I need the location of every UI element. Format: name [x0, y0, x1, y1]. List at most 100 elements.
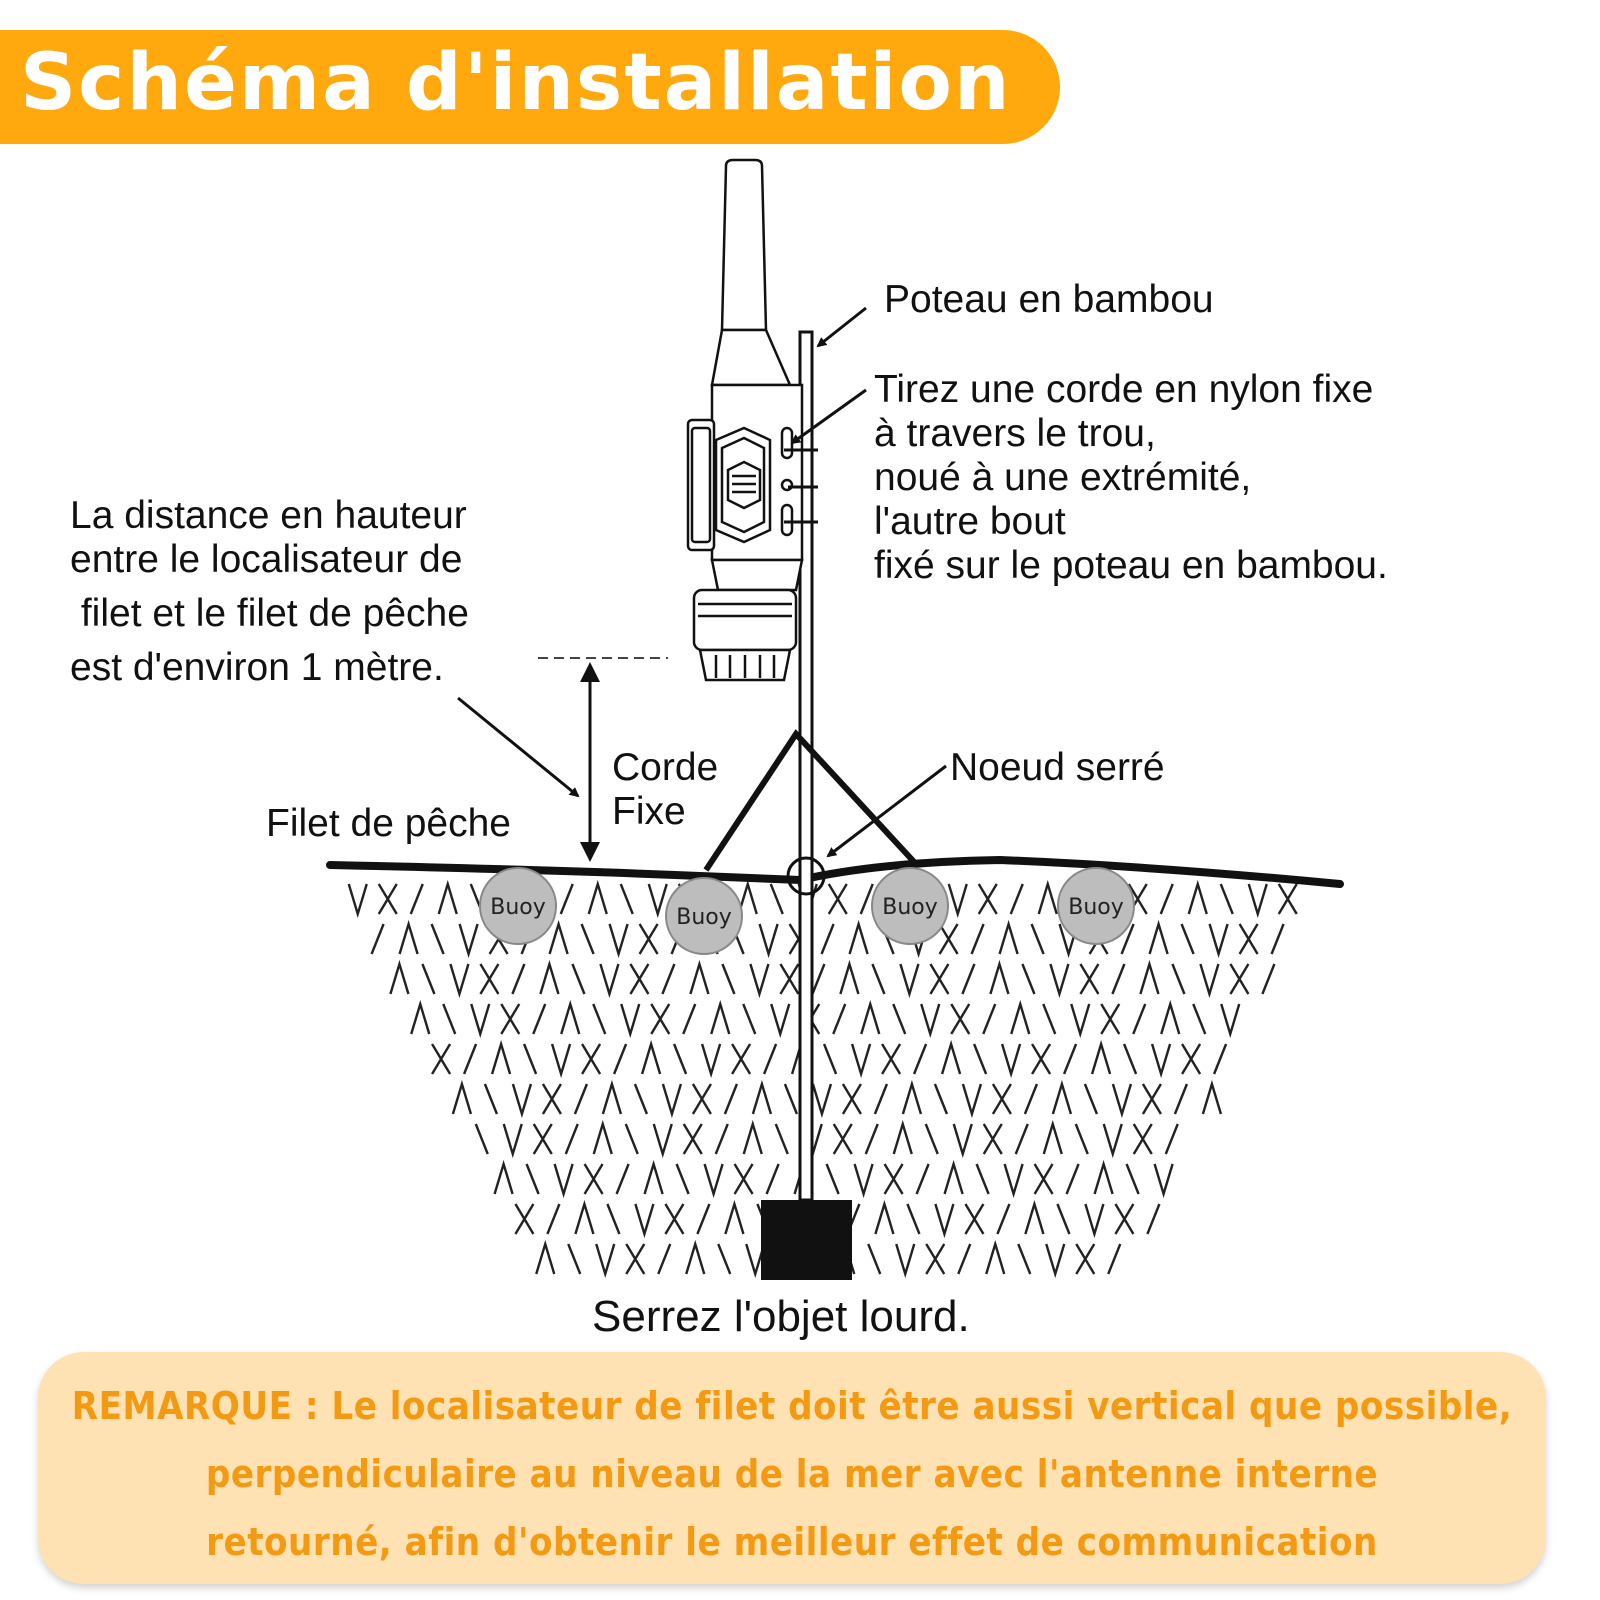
net-mesh-strand	[1199, 963, 1220, 999]
net-mesh-strand	[822, 1043, 838, 1075]
net-mesh-strand	[606, 1203, 621, 1235]
net-mesh-strand	[1132, 1003, 1147, 1035]
net-mesh-strand	[410, 999, 431, 1035]
net-mesh-strand	[389, 959, 410, 995]
distance-double-arrow	[580, 662, 600, 862]
net-mesh-strand	[970, 923, 985, 955]
buoy-1-label: Buoy	[490, 895, 546, 920]
net-mesh-strand	[947, 883, 968, 919]
net-mesh-strand	[1010, 999, 1031, 1035]
page-title: Schéma d'installation	[20, 38, 1012, 128]
net-mesh-strand	[442, 1003, 457, 1035]
buoy-3: Buoy	[871, 867, 949, 945]
net-mesh-strand	[873, 1083, 889, 1115]
net-mesh-strand	[1187, 879, 1208, 915]
net-mesh-strand	[721, 963, 736, 995]
net-mesh-strand	[892, 1003, 907, 1035]
net-mesh-strand	[1084, 1203, 1105, 1239]
heavy-object	[761, 1200, 852, 1280]
distance-line-1: La distance en hauteur	[70, 494, 467, 537]
net-mesh-strand	[437, 879, 458, 915]
net-mesh-strand	[1111, 963, 1126, 995]
net-mesh-strand	[592, 1003, 607, 1035]
net-mesh-strand	[587, 879, 608, 915]
rope-label-line-2: Fixe	[612, 790, 686, 833]
net-mesh-strand	[925, 1243, 946, 1275]
net-mesh-strand	[624, 1123, 639, 1155]
net-mesh-strand	[737, 879, 758, 915]
net-mesh-strand	[952, 1123, 973, 1159]
net-mesh-strand	[685, 1239, 706, 1275]
net-mesh-strand	[1062, 1043, 1078, 1075]
net-mesh-strand	[906, 1203, 921, 1235]
net-mesh-strand	[832, 1123, 853, 1155]
net-mesh-strand	[749, 963, 770, 999]
net-mesh-strand	[765, 1163, 780, 1195]
net-mesh-strand	[1201, 1079, 1223, 1115]
net-mesh-strand	[1139, 959, 1160, 995]
net-mesh-strand	[1125, 1163, 1140, 1195]
net-mesh-strand	[650, 1003, 671, 1035]
net-mesh-strand	[546, 1203, 561, 1235]
net-mesh-strand	[703, 1163, 724, 1199]
net-mesh-strand	[950, 1003, 971, 1035]
note-line-2: perpendiculaire au niveau de la mer avec…	[205, 1452, 1379, 1496]
net-mesh-strand	[1171, 963, 1186, 995]
title-banner: Schéma d'installation	[0, 30, 1060, 144]
net-mesh-strand	[657, 1243, 672, 1275]
net-mesh-strand	[996, 1203, 1011, 1235]
net-mesh-strand	[573, 1083, 589, 1115]
net-mesh-strand	[839, 959, 860, 995]
net-mesh-strand	[961, 963, 976, 995]
net-mesh-strand	[1070, 1003, 1091, 1039]
net-mesh-strand	[938, 923, 959, 955]
net-mesh-strand	[742, 1119, 763, 1155]
net-mesh-strand	[853, 1163, 874, 1199]
net-mesh-strand	[1160, 999, 1181, 1035]
buoy-4-label: Buoy	[1068, 895, 1124, 920]
net-mesh-strand	[1045, 1243, 1066, 1279]
net-mesh-strand	[1277, 883, 1298, 915]
net-mesh-strand	[874, 1199, 895, 1235]
net-mesh-strand	[1229, 963, 1250, 995]
net-mesh-strand	[714, 1123, 729, 1155]
knot-callout-arrow	[826, 764, 947, 858]
net-mesh-strand	[661, 963, 676, 995]
net-mesh-strand	[991, 1083, 1012, 1115]
net-mesh-strand	[1030, 923, 1045, 955]
net-mesh-strand	[1014, 1123, 1029, 1155]
knot-label: Noeud serré	[950, 746, 1165, 789]
net-mesh-strand	[1037, 879, 1058, 915]
net-mesh-strand	[964, 1203, 985, 1235]
net-mesh-strand	[458, 923, 479, 959]
net-mesh-strand	[581, 1043, 602, 1075]
device-ties	[784, 448, 818, 524]
net-mesh-strand	[848, 919, 869, 955]
net-mesh-strand	[1051, 1079, 1073, 1115]
net-mesh-strand	[696, 1203, 711, 1235]
net-mesh-strand	[1107, 1243, 1122, 1275]
net-mesh-strand	[982, 1003, 997, 1035]
net-mesh-strand	[539, 959, 560, 995]
net-mesh-strand	[920, 1003, 941, 1039]
net-mesh-strand	[811, 963, 826, 995]
buoy-1: Buoy	[479, 867, 557, 945]
net-mesh-strand	[769, 883, 784, 915]
net-mesh-strand	[493, 1159, 514, 1195]
net-mesh-strand	[1219, 883, 1234, 915]
net-mesh-strand	[871, 963, 886, 995]
net-mesh-strand	[1093, 1159, 1114, 1195]
net-mesh-strand	[742, 1003, 757, 1035]
net-mesh-strand	[934, 1203, 955, 1239]
net-mesh-strand	[770, 1003, 791, 1039]
nylon-line-4: l'autre bout	[874, 500, 1066, 543]
net-mesh-strand	[377, 883, 398, 915]
net-mesh-strand	[998, 919, 1019, 955]
note-line-3: retourné, afin d'obtenir le meilleur eff…	[206, 1520, 1378, 1564]
net-mesh-strand	[989, 959, 1010, 995]
net-mesh-strand	[1017, 1243, 1032, 1275]
net-mesh-strand	[1065, 1163, 1080, 1195]
net-mesh-strand	[553, 1163, 574, 1199]
net-mesh-strand	[638, 923, 659, 955]
net-mesh-strand	[1021, 963, 1036, 995]
